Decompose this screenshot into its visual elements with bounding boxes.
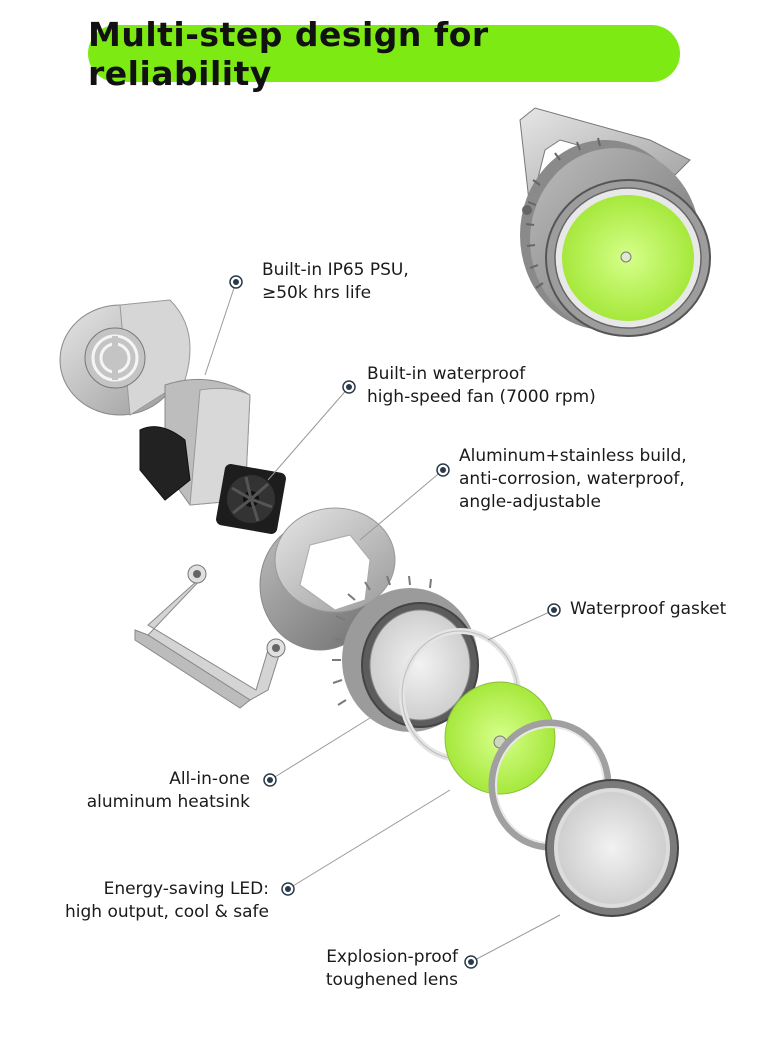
callout-dots (229, 275, 561, 969)
callout-line: Aluminum+stainless build, (459, 446, 687, 466)
callout-line: Waterproof gasket (570, 599, 727, 619)
callout-line: Built-in waterproof (367, 364, 526, 384)
callout-gasket: Waterproof gasket (570, 598, 726, 621)
cooling-fan (216, 464, 286, 534)
callout-line: Built-in IP65 PSU, (262, 260, 409, 280)
callout-lens: Explosion-proof toughened lens (290, 946, 458, 992)
mounting-bracket (134, 564, 286, 709)
callout-heatsink: All-in-one aluminum heatsink (70, 768, 250, 814)
callout-line: aluminum heatsink (86, 792, 250, 812)
callout-line: Explosion-proof (326, 947, 458, 967)
callout-build: Aluminum+stainless build, anti-corrosion… (459, 445, 687, 514)
leader-lines (204, 281, 561, 963)
dot-fan (342, 380, 356, 394)
page-title: Multi-step design for reliability (88, 14, 489, 93)
callout-line: ≥50k hrs life (262, 283, 372, 303)
callout-line: angle-adjustable (459, 492, 601, 512)
dot-gasket (547, 603, 561, 617)
led-board (444, 681, 556, 795)
dot-build (436, 463, 450, 477)
callout-psu: Built-in IP65 PSU, ≥50k hrs life (262, 259, 409, 305)
assembled-lamp (519, 107, 711, 337)
dot-heatsink (263, 773, 277, 787)
dot-lens (464, 955, 478, 969)
dot-psu (229, 275, 243, 289)
aluminum-housing (259, 507, 396, 651)
title-banner: Multi-step design for reliability (88, 15, 680, 93)
callout-line: high output, cool & safe (65, 902, 269, 922)
callout-line: All-in-one (169, 769, 250, 789)
callout-line: toughened lens (325, 970, 458, 990)
callout-led: Energy-saving LED: high output, cool & s… (40, 878, 269, 924)
callout-line: Energy-saving LED: (103, 879, 269, 899)
toughened-lens (545, 779, 679, 917)
dot-led (281, 882, 295, 896)
callout-fan: Built-in waterproof high-speed fan (7000… (367, 363, 596, 409)
callout-line: anti-corrosion, waterproof, (459, 469, 685, 489)
callout-line: high-speed fan (7000 rpm) (367, 387, 596, 407)
